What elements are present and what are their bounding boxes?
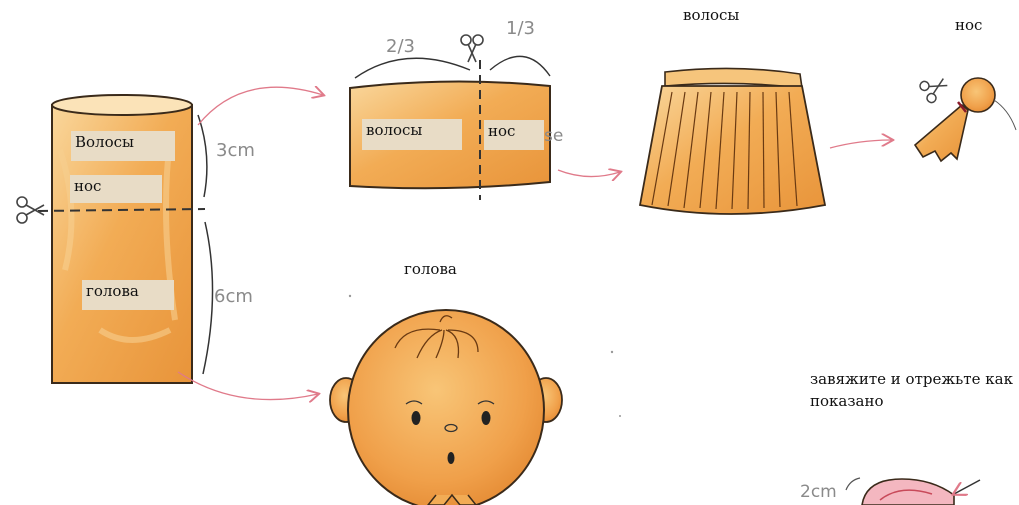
- arrow-to-strip: [198, 87, 323, 125]
- measure-bracket-top: [198, 115, 207, 197]
- measure-3cm: 3cm: [216, 140, 255, 161]
- hair-title: волосы: [683, 6, 739, 24]
- measure-two-thirds: 2/3: [386, 36, 415, 57]
- strip-label-hair: волосы: [362, 119, 462, 150]
- arrow-to-hair: [558, 170, 620, 177]
- strip-label-nose: нос: [484, 120, 544, 150]
- strip-bracket-left: [355, 58, 470, 78]
- scissors-icon: [461, 35, 483, 62]
- scissors-icon: [918, 72, 951, 104]
- nose-title: нос: [955, 16, 982, 34]
- speck: [349, 295, 351, 297]
- tie-detail: [846, 478, 980, 505]
- speck: [611, 351, 613, 353]
- head-illustration: [330, 310, 562, 505]
- tube-label-hair: Волосы: [71, 131, 175, 161]
- measure-bracket-bottom: [203, 222, 213, 374]
- tube-label-head: голова: [82, 280, 174, 310]
- measure-one-third: 1/3: [506, 18, 535, 39]
- measure-2cm: 2cm: [800, 482, 837, 502]
- hair-fringe: [640, 68, 825, 214]
- strip-bracket-right: [490, 56, 550, 76]
- tube-label-nose: нос: [70, 175, 162, 203]
- nose-piece: [915, 78, 1016, 161]
- instruction-text: завяжите и отрежьте как показано: [810, 368, 1019, 412]
- arrow-to-nose: [830, 140, 892, 148]
- strip-residual-text: se: [544, 126, 563, 146]
- speck: [619, 415, 621, 417]
- head-title: голова: [404, 260, 457, 278]
- measure-6cm: 6cm: [214, 286, 253, 307]
- arrow-to-head: [178, 372, 318, 400]
